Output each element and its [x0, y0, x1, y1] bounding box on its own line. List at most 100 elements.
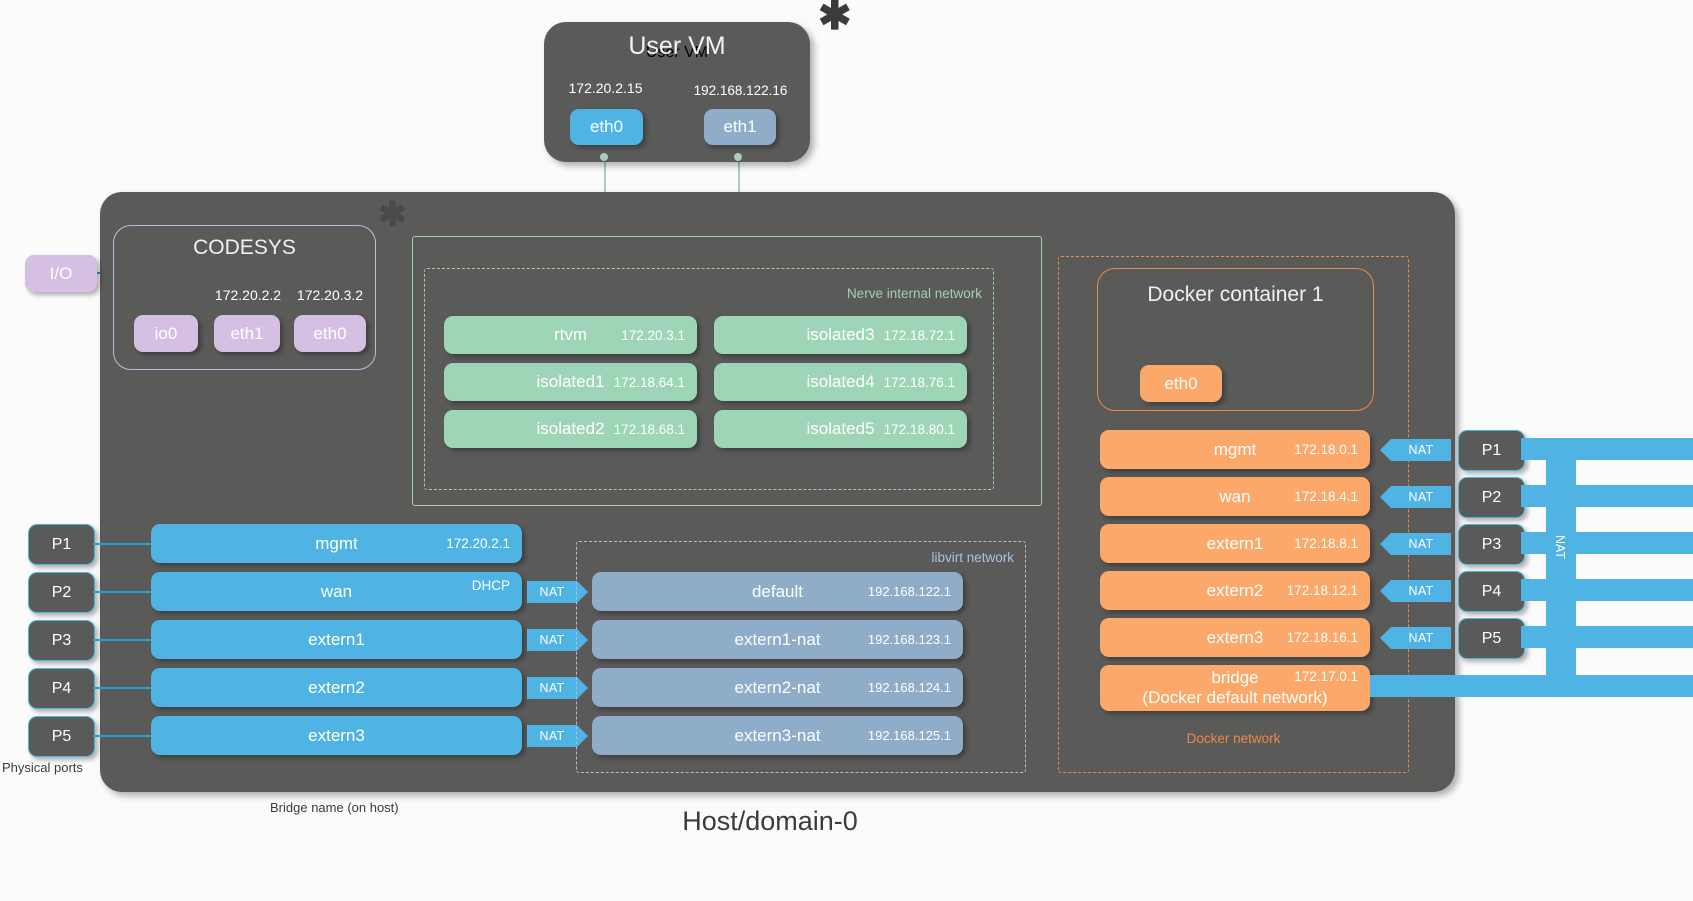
nerve-isolated1-label: isolated1 — [536, 372, 605, 391]
docker-port-p1[interactable]: P1 — [1458, 430, 1525, 471]
nerve-isolated3[interactable]: isolated3 172.18.72.1 — [714, 316, 967, 354]
libvirt-extern2-nat-label: extern2-nat — [734, 677, 821, 697]
nerve-isolated3-label: isolated3 — [806, 325, 875, 344]
right-nat-label: NAT — [1553, 535, 1567, 560]
bridge-mgmt[interactable]: mgmt 172.20.2.1 — [151, 524, 522, 563]
docker-net-bridge[interactable]: bridge (Docker default network) 172.17.0… — [1100, 665, 1370, 711]
nerve-isolated2-label: isolated2 — [536, 419, 605, 438]
link-p5-extern3 — [93, 735, 151, 737]
nerve-isolated5[interactable]: isolated5 172.18.80.1 — [714, 410, 967, 448]
docker-net-bridge-sub: (Docker default network) — [1142, 688, 1328, 707]
nerve-isolated4-ip: 172.18.76.1 — [883, 374, 955, 390]
docker-net-extern1-label: extern1 — [1206, 533, 1264, 553]
docker-net-wan-label: wan — [1219, 486, 1251, 506]
nerve-outline — [412, 236, 1042, 506]
bridge-mgmt-label: mgmt — [315, 533, 358, 553]
nerve-isolated1[interactable]: isolated1 172.18.64.1 — [444, 363, 697, 401]
docker-port-p5[interactable]: P5 — [1458, 618, 1525, 659]
libvirt-extern2-nat-ip: 192.168.124.1 — [867, 680, 951, 695]
docker-net-extern1-ip: 172.18.8.1 — [1294, 536, 1358, 551]
nerve-internal-dashed — [424, 268, 994, 490]
nerve-isolated4[interactable]: isolated4 172.18.76.1 — [714, 363, 967, 401]
asterisk-codesys: ✱ — [378, 196, 407, 234]
user-vm-title: User VM — [645, 44, 709, 61]
nerve-isolated5-ip: 172.18.80.1 — [883, 421, 955, 437]
docker-port-p3[interactable]: P3 — [1458, 524, 1525, 565]
docker-net-bridge-label: bridge — [1211, 668, 1259, 688]
docker-container-eth0[interactable]: eth0 — [1140, 365, 1222, 402]
bridge-name-caption: Bridge name (on host) — [270, 800, 399, 815]
docker-nat-extern1: NAT — [1380, 533, 1451, 555]
link-p2-wan — [93, 591, 151, 593]
docker-net-extern3-label: extern3 — [1206, 627, 1264, 647]
docker-net-extern3-ip: 172.18.16.1 — [1286, 630, 1358, 645]
docker-net-extern1[interactable]: extern1 172.18.8.1 — [1100, 524, 1370, 563]
codesys-io0[interactable]: io0 — [134, 315, 198, 352]
nat-extern1: NAT — [527, 629, 588, 651]
libvirt-extern1-nat-label: extern1-nat — [734, 629, 821, 649]
libvirt-dashed — [576, 541, 1026, 773]
docker-net-wan[interactable]: wan 172.18.4.1 — [1100, 477, 1370, 516]
nerve-rtvm-ip: 172.20.3.1 — [621, 327, 685, 343]
user-vm-eth1[interactable]: eth1 — [704, 109, 776, 145]
nerve-internal-caption: Nerve internal network — [846, 286, 982, 301]
docker-net-extern2[interactable]: extern2 172.18.12.1 — [1100, 571, 1370, 610]
link-p1-mgmt — [93, 543, 151, 545]
libvirt-extern2-nat[interactable]: extern2-nat 192.168.124.1 — [592, 668, 963, 707]
user-vm-eth1-anchor — [734, 153, 742, 161]
bridge-extern3[interactable]: extern3 — [151, 716, 522, 755]
bridge-extern3-label: extern3 — [308, 725, 365, 745]
libvirt-extern3-nat[interactable]: extern3-nat 192.168.125.1 — [592, 716, 963, 755]
physical-ports-caption: Physical ports — [2, 760, 83, 775]
docker-net-mgmt[interactable]: mgmt 172.18.0.1 — [1100, 430, 1370, 469]
physical-port-p1[interactable]: P1 — [28, 524, 95, 565]
physical-port-p3[interactable]: P3 — [28, 620, 95, 661]
libvirt-caption: libvirt network — [931, 550, 1014, 565]
docker-net-extern3[interactable]: extern3 172.18.16.1 — [1100, 618, 1370, 657]
codesys-eth0[interactable]: eth0 — [294, 315, 366, 352]
physical-port-p2[interactable]: P2 — [28, 572, 95, 613]
bridge-wan-dhcp: DHCP — [471, 578, 510, 593]
docker-nat-wan: NAT — [1380, 486, 1451, 508]
libvirt-extern3-nat-label: extern3-nat — [734, 725, 821, 745]
codesys-eth1-ip: 172.20.2.2 — [214, 287, 282, 303]
libvirt-extern1-nat[interactable]: extern1-nat 192.168.123.1 — [592, 620, 963, 659]
nerve-isolated2[interactable]: isolated2 172.18.68.1 — [444, 410, 697, 448]
bridge-extern1[interactable]: extern1 — [151, 620, 522, 659]
nerve-rtvm-label: rtvm — [553, 325, 588, 344]
right-bus-spine — [1546, 438, 1576, 686]
physical-port-p5[interactable]: P5 — [28, 716, 95, 757]
libvirt-default[interactable]: default 192.168.122.1 — [592, 572, 963, 611]
nat-extern2: NAT — [527, 677, 588, 699]
bridge-wan[interactable]: wan DHCP — [151, 572, 522, 611]
user-vm-title-text: User VM — [628, 32, 726, 60]
docker-net-extern2-ip: 172.18.12.1 — [1286, 583, 1358, 598]
nerve-isolated4-label: isolated4 — [806, 372, 875, 391]
docker-port-p2[interactable]: P2 — [1458, 477, 1525, 518]
nat-wan: NAT — [527, 581, 588, 603]
nerve-rtvm[interactable]: rtvm 172.20.3.1 — [444, 316, 697, 354]
docker-port-p4[interactable]: P4 — [1458, 571, 1525, 612]
physical-port-p4[interactable]: P4 — [28, 668, 95, 709]
codesys-eth1[interactable]: eth1 — [214, 315, 280, 352]
io-box[interactable]: I/O — [25, 255, 97, 292]
bridge-extern2[interactable]: extern2 — [151, 668, 522, 707]
user-vm-eth0[interactable]: eth0 — [570, 109, 643, 145]
docker-net-wan-ip: 172.18.4.1 — [1294, 489, 1358, 504]
docker-container-group — [1097, 268, 1374, 411]
bridge-extern1-label: extern1 — [308, 629, 365, 649]
libvirt-extern3-nat-ip: 192.168.125.1 — [867, 728, 951, 743]
codesys-eth0-ip: 172.20.3.2 — [296, 287, 364, 303]
docker-nat-extern2: NAT — [1380, 580, 1451, 602]
asterisk-uservm: ✱ — [818, 0, 852, 38]
link-p4-extern2 — [93, 687, 151, 689]
host-domain-caption: Host/domain-0 — [682, 806, 858, 836]
docker-nat-mgmt: NAT — [1380, 439, 1451, 461]
nerve-isolated3-ip: 172.18.72.1 — [883, 327, 955, 343]
bridge-wan-label: wan — [320, 581, 353, 601]
user-vm-eth0-anchor — [600, 153, 608, 161]
nerve-isolated2-ip: 172.18.68.1 — [613, 421, 685, 437]
libvirt-default-label: default — [751, 581, 804, 601]
docker-net-mgmt-ip: 172.18.0.1 — [1294, 442, 1358, 457]
